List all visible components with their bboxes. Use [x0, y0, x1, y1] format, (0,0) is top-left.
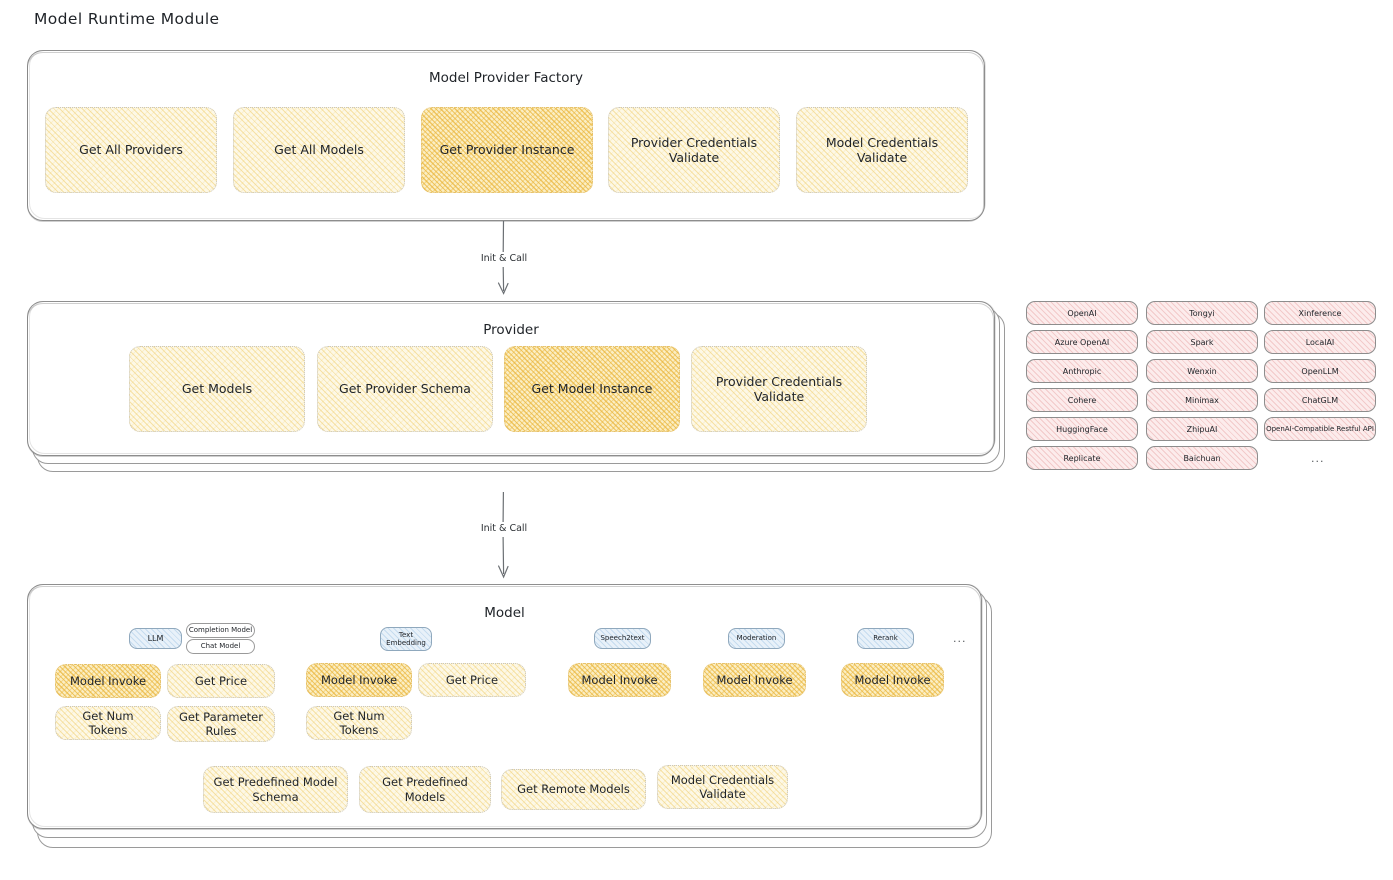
node-model-credentials-validate-factory[interactable]: Model Credentials Validate: [796, 107, 968, 193]
model-subtype-chip-completion-model[interactable]: Completion Model: [186, 623, 255, 638]
node-llm-get-price[interactable]: Get Price: [167, 664, 275, 698]
provider-chip-cohere[interactable]: Cohere: [1026, 388, 1138, 412]
provider-chip-openai[interactable]: OpenAI: [1026, 301, 1138, 325]
node-text-embedding-get-num-tokens[interactable]: Get Num Tokens: [306, 706, 412, 740]
arrow-icon: [498, 491, 509, 579]
model-type-chip-llm[interactable]: LLM: [129, 628, 182, 649]
arrow-factory-to-provider: Init & Call: [460, 220, 550, 301]
section-title-provider: Provider: [483, 322, 539, 338]
provider-chip-replicate[interactable]: Replicate: [1026, 446, 1138, 470]
node-provider-credentials-validate[interactable]: Provider Credentials Validate: [691, 346, 867, 432]
model-type-chip-rerank[interactable]: Rerank: [857, 628, 914, 649]
provider-chip-baichuan[interactable]: Baichuan: [1146, 446, 1258, 470]
node-moderation-model-invoke[interactable]: Model Invoke: [703, 663, 806, 697]
arrow-label-init-call-2: Init & Call: [476, 522, 532, 535]
provider-chip-xinference[interactable]: Xinference: [1264, 301, 1376, 325]
model-types-more: ...: [953, 632, 967, 645]
provider-chip-azure-openai[interactable]: Azure OpenAI: [1026, 330, 1138, 354]
node-llm-get-parameter-rules[interactable]: Get Parameter Rules: [167, 706, 275, 742]
provider-chip-wenxin[interactable]: Wenxin: [1146, 359, 1258, 383]
node-get-predefined-models[interactable]: Get Predefined Models: [359, 766, 491, 813]
node-text-embedding-get-price[interactable]: Get Price: [418, 663, 526, 697]
node-get-provider-instance[interactable]: Get Provider Instance: [421, 107, 593, 193]
provider-chip-spark[interactable]: Spark: [1146, 330, 1258, 354]
node-get-predefined-model-schema[interactable]: Get Predefined Model Schema: [203, 766, 348, 813]
node-get-models[interactable]: Get Models: [129, 346, 305, 432]
section-title-model: Model: [484, 605, 525, 621]
node-llm-get-num-tokens[interactable]: Get Num Tokens: [55, 706, 161, 740]
provider-chip-huggingface[interactable]: HuggingFace: [1026, 417, 1138, 441]
provider-list-more: ...: [1311, 452, 1325, 465]
node-get-provider-schema[interactable]: Get Provider Schema: [317, 346, 493, 432]
node-get-remote-models[interactable]: Get Remote Models: [501, 769, 646, 810]
provider-chip-minimax[interactable]: Minimax: [1146, 388, 1258, 412]
node-get-model-instance[interactable]: Get Model Instance: [504, 346, 680, 432]
model-type-chip-text-embedding[interactable]: Text Embedding: [380, 627, 432, 651]
model-type-chip-speech2text[interactable]: Speech2text: [594, 628, 651, 649]
page-title: Model Runtime Module: [34, 10, 220, 28]
provider-chip-localai[interactable]: LocalAI: [1264, 330, 1376, 354]
arrow-provider-to-model: Init & Call: [460, 491, 550, 585]
provider-chip-openllm[interactable]: OpenLLM: [1264, 359, 1376, 383]
provider-chip-anthropic[interactable]: Anthropic: [1026, 359, 1138, 383]
node-model-credentials-validate[interactable]: Model Credentials Validate: [657, 765, 788, 809]
node-speech2text-model-invoke[interactable]: Model Invoke: [568, 663, 671, 697]
provider-chip-chatglm[interactable]: ChatGLM: [1264, 388, 1376, 412]
provider-chip-zhipuai[interactable]: ZhipuAI: [1146, 417, 1258, 441]
provider-chip-tongyi[interactable]: Tongyi: [1146, 301, 1258, 325]
node-provider-credentials-validate-factory[interactable]: Provider Credentials Validate: [608, 107, 780, 193]
model-type-chip-moderation[interactable]: Moderation: [728, 628, 785, 649]
node-text-embedding-model-invoke[interactable]: Model Invoke: [306, 663, 412, 697]
node-get-all-models[interactable]: Get All Models: [233, 107, 405, 193]
node-llm-model-invoke[interactable]: Model Invoke: [55, 664, 161, 698]
model-subtype-chip-chat-model[interactable]: Chat Model: [186, 639, 255, 654]
node-get-all-providers[interactable]: Get All Providers: [45, 107, 217, 193]
node-rerank-model-invoke[interactable]: Model Invoke: [841, 663, 944, 697]
provider-chip-openai-compatible-restful-api[interactable]: OpenAI-Compatible Restful API: [1264, 417, 1376, 441]
section-title-factory: Model Provider Factory: [428, 70, 583, 86]
arrow-label-init-call-1: Init & Call: [476, 252, 532, 265]
arrow-icon: [497, 220, 509, 295]
